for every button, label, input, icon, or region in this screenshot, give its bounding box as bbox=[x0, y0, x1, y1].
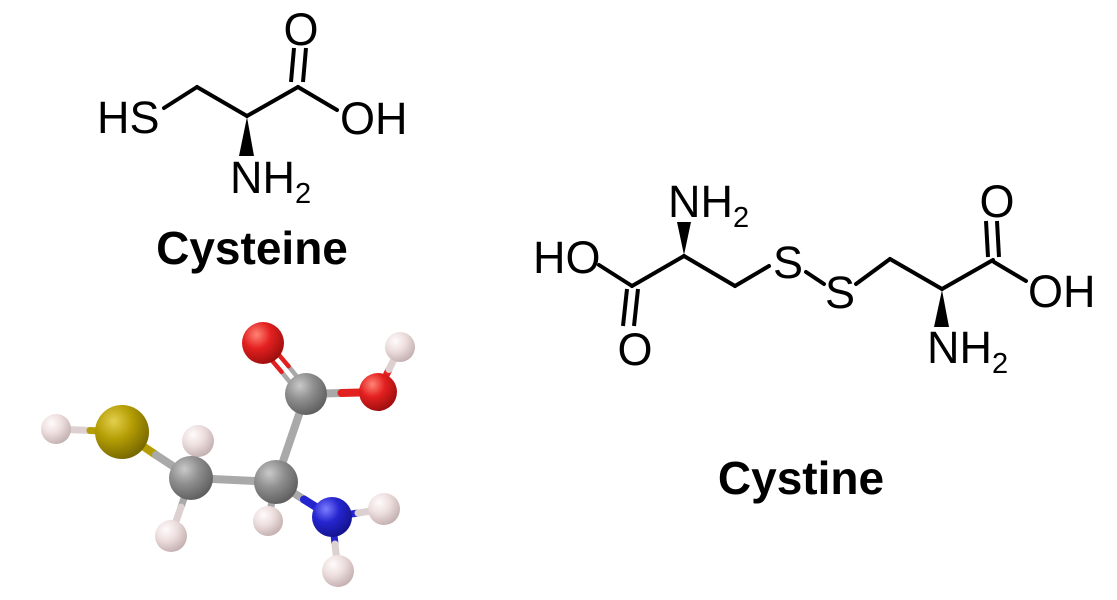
cysteine-3d-model bbox=[41, 322, 415, 587]
bond-calpha-c-right bbox=[940, 258, 995, 291]
double-bond-c-o-right bbox=[301, 47, 308, 83]
cystine-title: Cystine bbox=[718, 452, 884, 504]
bond-ho-c bbox=[597, 263, 634, 288]
hydrogen-atom bbox=[155, 520, 187, 552]
bond-ch2-s1 bbox=[733, 264, 771, 288]
hydrogen-atom bbox=[41, 414, 71, 444]
3d-atoms bbox=[41, 322, 415, 587]
atom-label-hs: HS bbox=[97, 92, 160, 143]
bond-s-ch2 bbox=[162, 85, 199, 110]
atom-label-oh: OH bbox=[340, 93, 408, 144]
bond-c-oh-right bbox=[992, 260, 1028, 283]
cysteine-structure: HS O OH NH2 Cysteine bbox=[97, 4, 408, 274]
oxygen-atom bbox=[359, 373, 397, 411]
bond-s1-s2-disulfide bbox=[804, 270, 826, 286]
bond-c-oh bbox=[296, 85, 339, 112]
bond-c-calpha-left bbox=[630, 254, 686, 288]
atom-label-o-right: O bbox=[979, 176, 1014, 227]
double-bond-c-o-right2 bbox=[995, 220, 1001, 258]
bond-s2-ch2 bbox=[854, 257, 892, 286]
double-bond-c-o-right1 bbox=[984, 220, 990, 258]
atom-label-s2: S bbox=[825, 267, 855, 318]
cystine-structure: HO O NH2 S S NH2 O OH Cystine bbox=[533, 176, 1096, 504]
3d-bonds bbox=[52, 337, 404, 575]
atom-label-o-left: O bbox=[617, 324, 652, 375]
atom-label-nh2-right: NH2 bbox=[927, 322, 1008, 380]
carbon-atom bbox=[285, 373, 327, 415]
atom-label-o: O bbox=[283, 4, 318, 55]
atom-label-oh-right: OH bbox=[1028, 266, 1096, 317]
cysteine-title: Cysteine bbox=[156, 222, 348, 274]
atom-label-s1: S bbox=[773, 237, 803, 288]
carbon-atom bbox=[254, 460, 298, 504]
hydrogen-atom bbox=[182, 425, 214, 457]
wedge-bond-nh2 bbox=[239, 117, 254, 156]
carbon-atom bbox=[169, 456, 213, 500]
double-bond-c-o-left2 bbox=[632, 288, 640, 327]
hydrogen-atom bbox=[322, 555, 354, 587]
bond-calpha-ch2-left bbox=[682, 254, 737, 288]
hydrogen-atom bbox=[385, 332, 415, 362]
double-bond-c-o-left1 bbox=[621, 288, 629, 327]
nitrogen-atom bbox=[312, 497, 352, 537]
hydrogen-atom bbox=[368, 493, 400, 525]
atom-label-nh2: NH2 bbox=[230, 152, 311, 210]
bond-ch2-calpha bbox=[195, 85, 249, 118]
hydrogen-atom bbox=[253, 506, 283, 536]
bond-ch2-calpha-right bbox=[888, 257, 944, 291]
wedge-bond-nh2-left bbox=[677, 222, 691, 255]
atom-label-nh2-left: NH2 bbox=[668, 176, 749, 234]
wedge-bond-nh2-right bbox=[934, 290, 949, 327]
double-bond-c-o-left bbox=[289, 47, 296, 83]
atom-label-ho: HO bbox=[533, 232, 601, 283]
sulfur-atom bbox=[95, 405, 149, 459]
oxygen-atom bbox=[242, 322, 284, 364]
bond-calpha-ccarboxyl bbox=[245, 85, 300, 118]
